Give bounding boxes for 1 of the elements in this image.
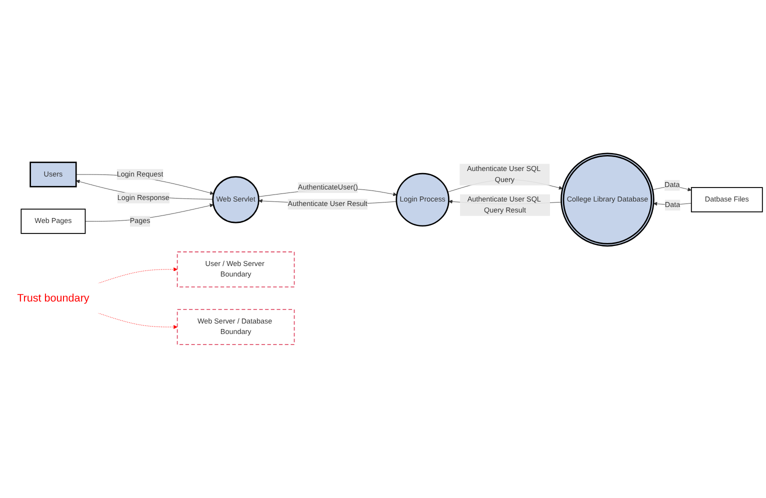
node-text: Trust boundary (17, 292, 90, 304)
